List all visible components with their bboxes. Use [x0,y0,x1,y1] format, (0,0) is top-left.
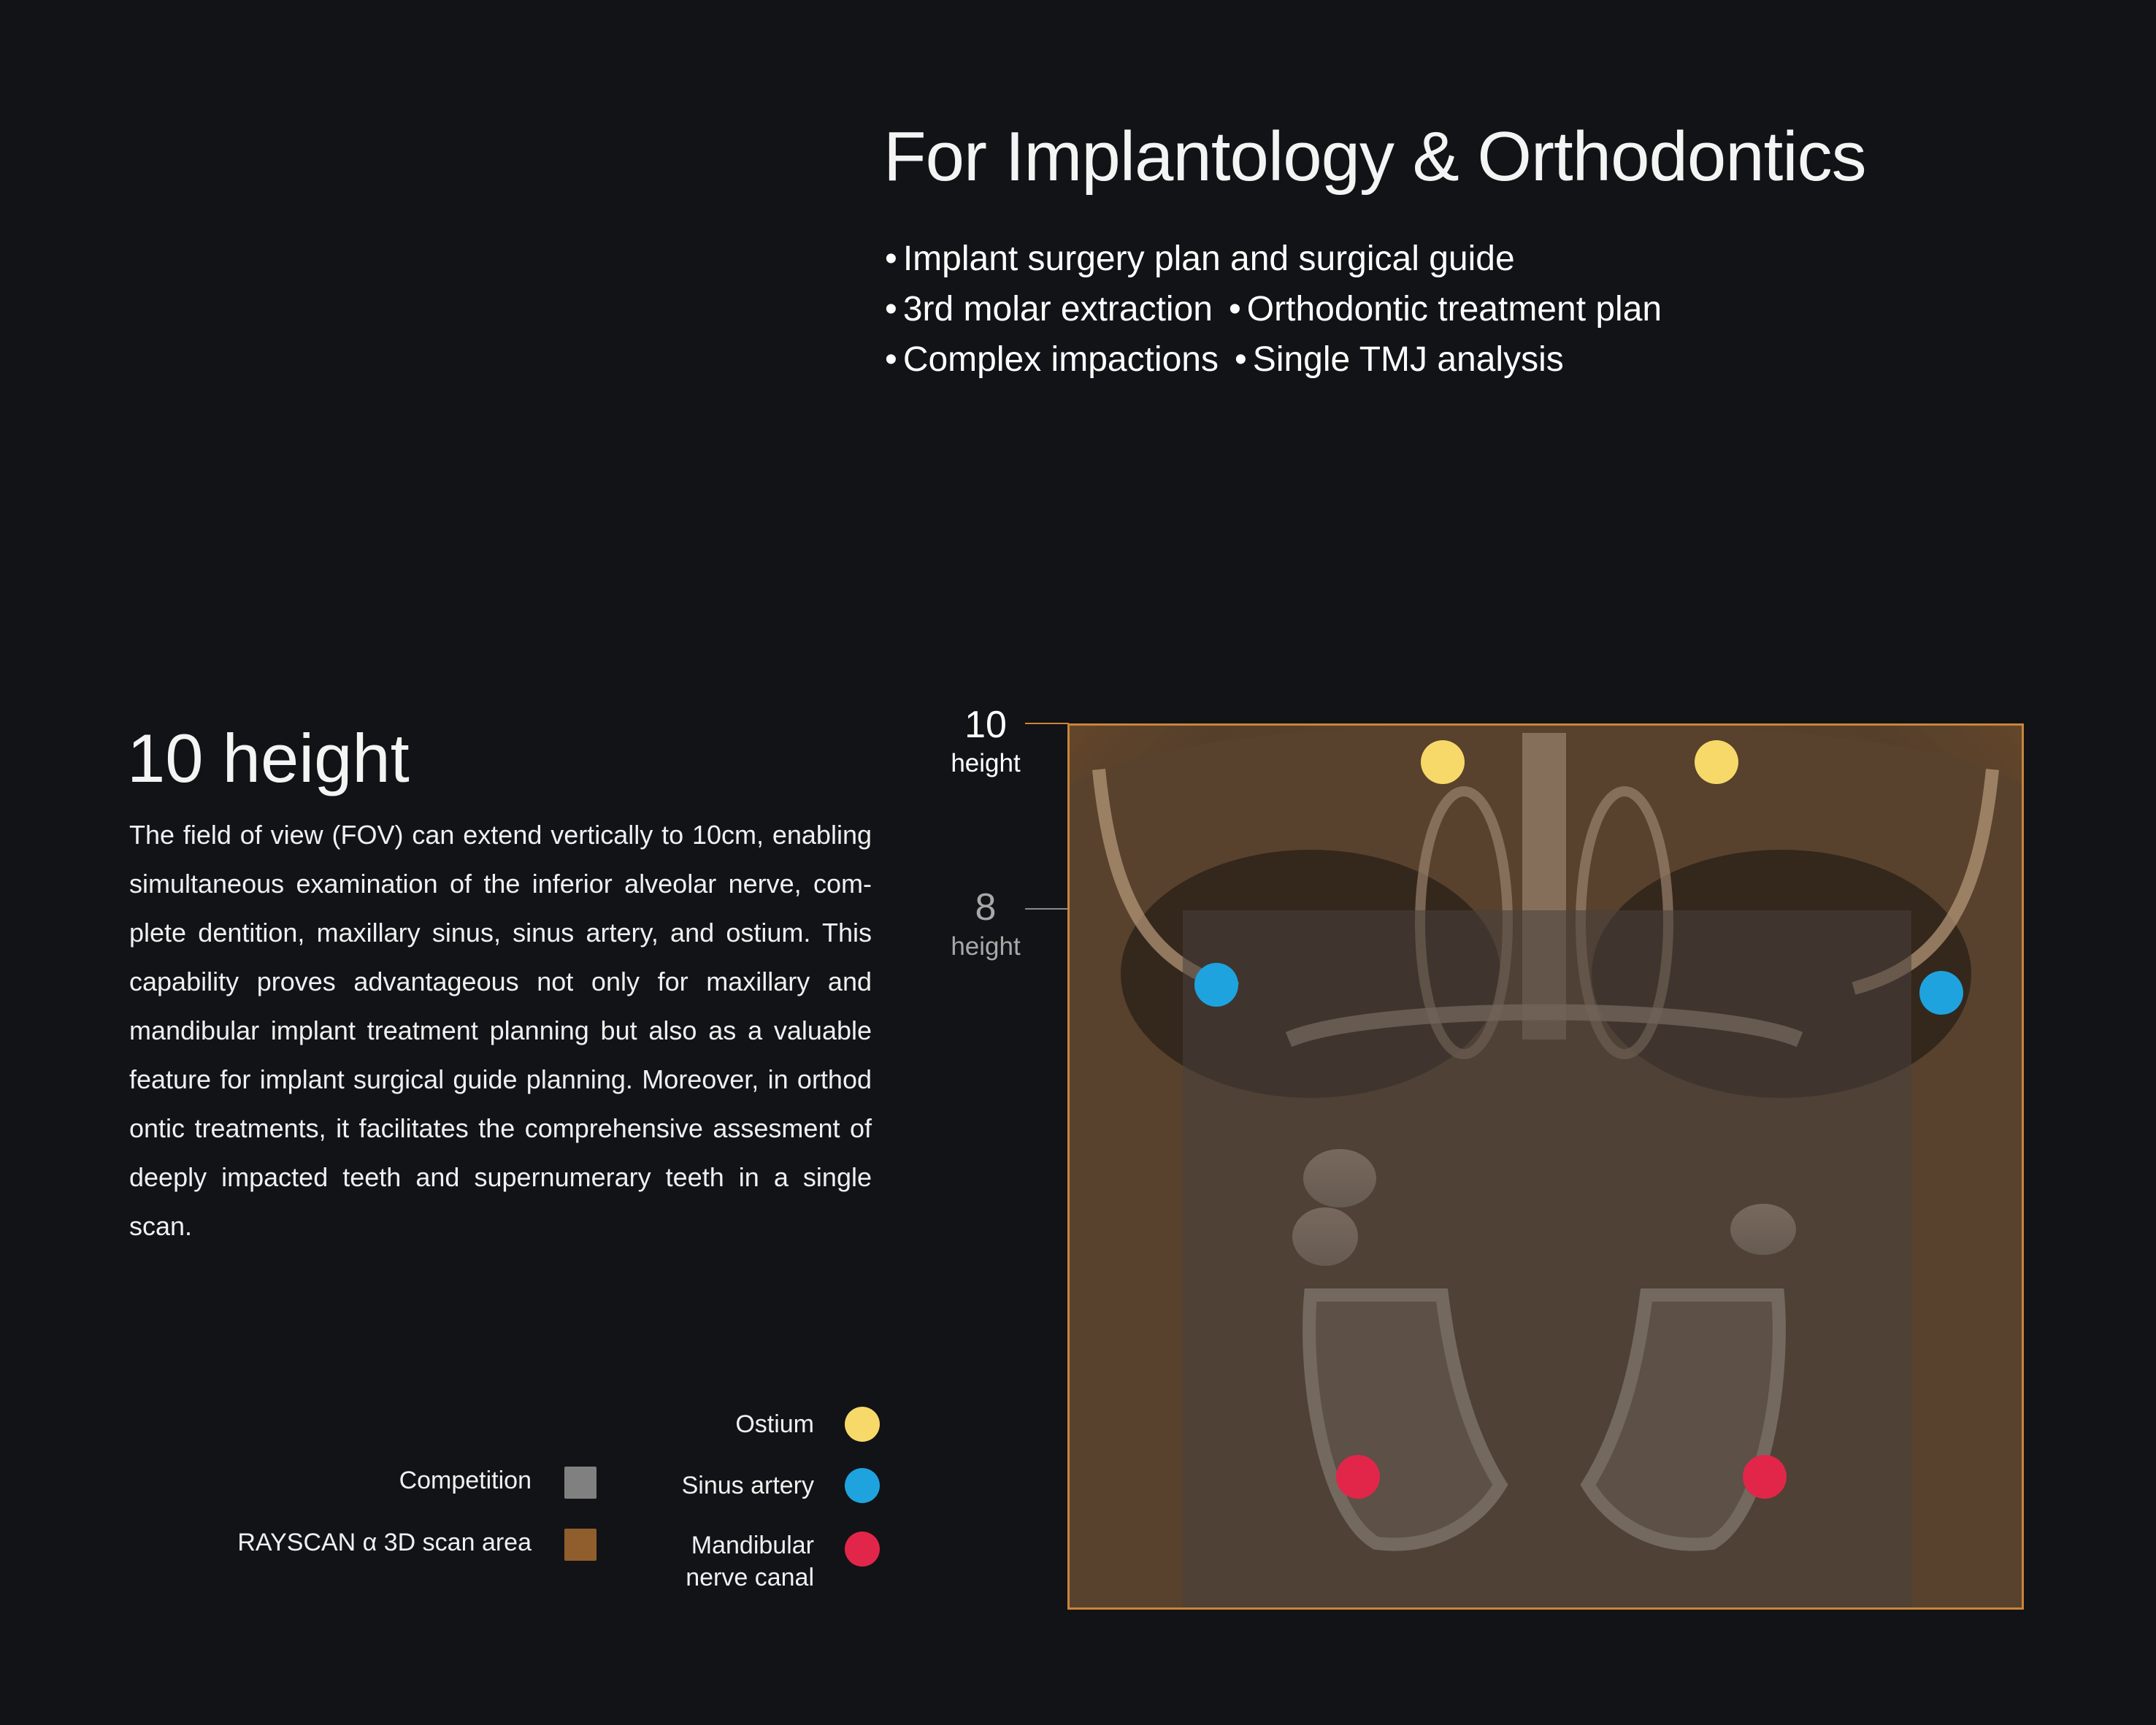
height-marker-8-unit: height [951,932,1021,961]
section-title: 10 height [127,720,410,796]
sinus-artery-marker-right [1919,971,1963,1015]
cbct-scan-image [1067,723,2024,1610]
legend-label-ostium: Ostium [735,1410,814,1438]
bullet-implant-surgery: Implant surgery plan and surgical guide [885,234,1515,284]
legend-swatch-competition [564,1467,596,1499]
scan-illustration [1070,726,2022,1607]
ostium-marker-left [1421,740,1465,784]
section-description: The field of view (FOV) can extend verti… [129,820,872,1241]
bullet-row: Complex impactions Single TMJ analysis [885,334,1678,385]
legend-label-competition: Competition [399,1467,532,1494]
legend-label-scan-area: RAYSCAN α 3D scan area [237,1529,532,1556]
height-marker-8-value: 8 [975,886,997,929]
height-marker-10-unit: height [951,749,1021,777]
legend-dot-nerve-canal [845,1532,880,1567]
legend-swatch-scan-area [564,1529,596,1561]
legend-label-sinus-artery: Sinus artery [681,1472,814,1499]
nerve-canal-marker-left [1336,1455,1380,1499]
bullet-complex-impactions: Complex impactions [885,334,1219,385]
legend-label-nerve-canal: Mandibular nerve canal [686,1532,814,1591]
height-marker-10-value: 10 [964,704,1007,746]
bullet-orthodontic-plan: Orthodontic treatment plan [1229,284,1662,334]
bullet-tmj-analysis: Single TMJ analysis [1235,334,1564,385]
height-marker-10-line [1025,723,1069,724]
bullet-row: 3rd molar extraction Orthodontic treatme… [885,284,1678,334]
sinus-artery-marker-left [1194,963,1238,1007]
legend-dot-ostium [845,1407,880,1442]
page-title: For Implantology & Orthodontics [883,118,1867,196]
bullet-row: Implant surgery plan and surgical guide [885,234,1678,284]
legend-dot-sinus-artery [845,1468,880,1503]
nerve-canal-marker-right [1743,1455,1787,1499]
ostium-marker-right [1695,740,1738,784]
feature-bullet-list: Implant surgery plan and surgical guide … [885,234,1678,385]
bullet-molar-extraction: 3rd molar extraction [885,284,1213,334]
